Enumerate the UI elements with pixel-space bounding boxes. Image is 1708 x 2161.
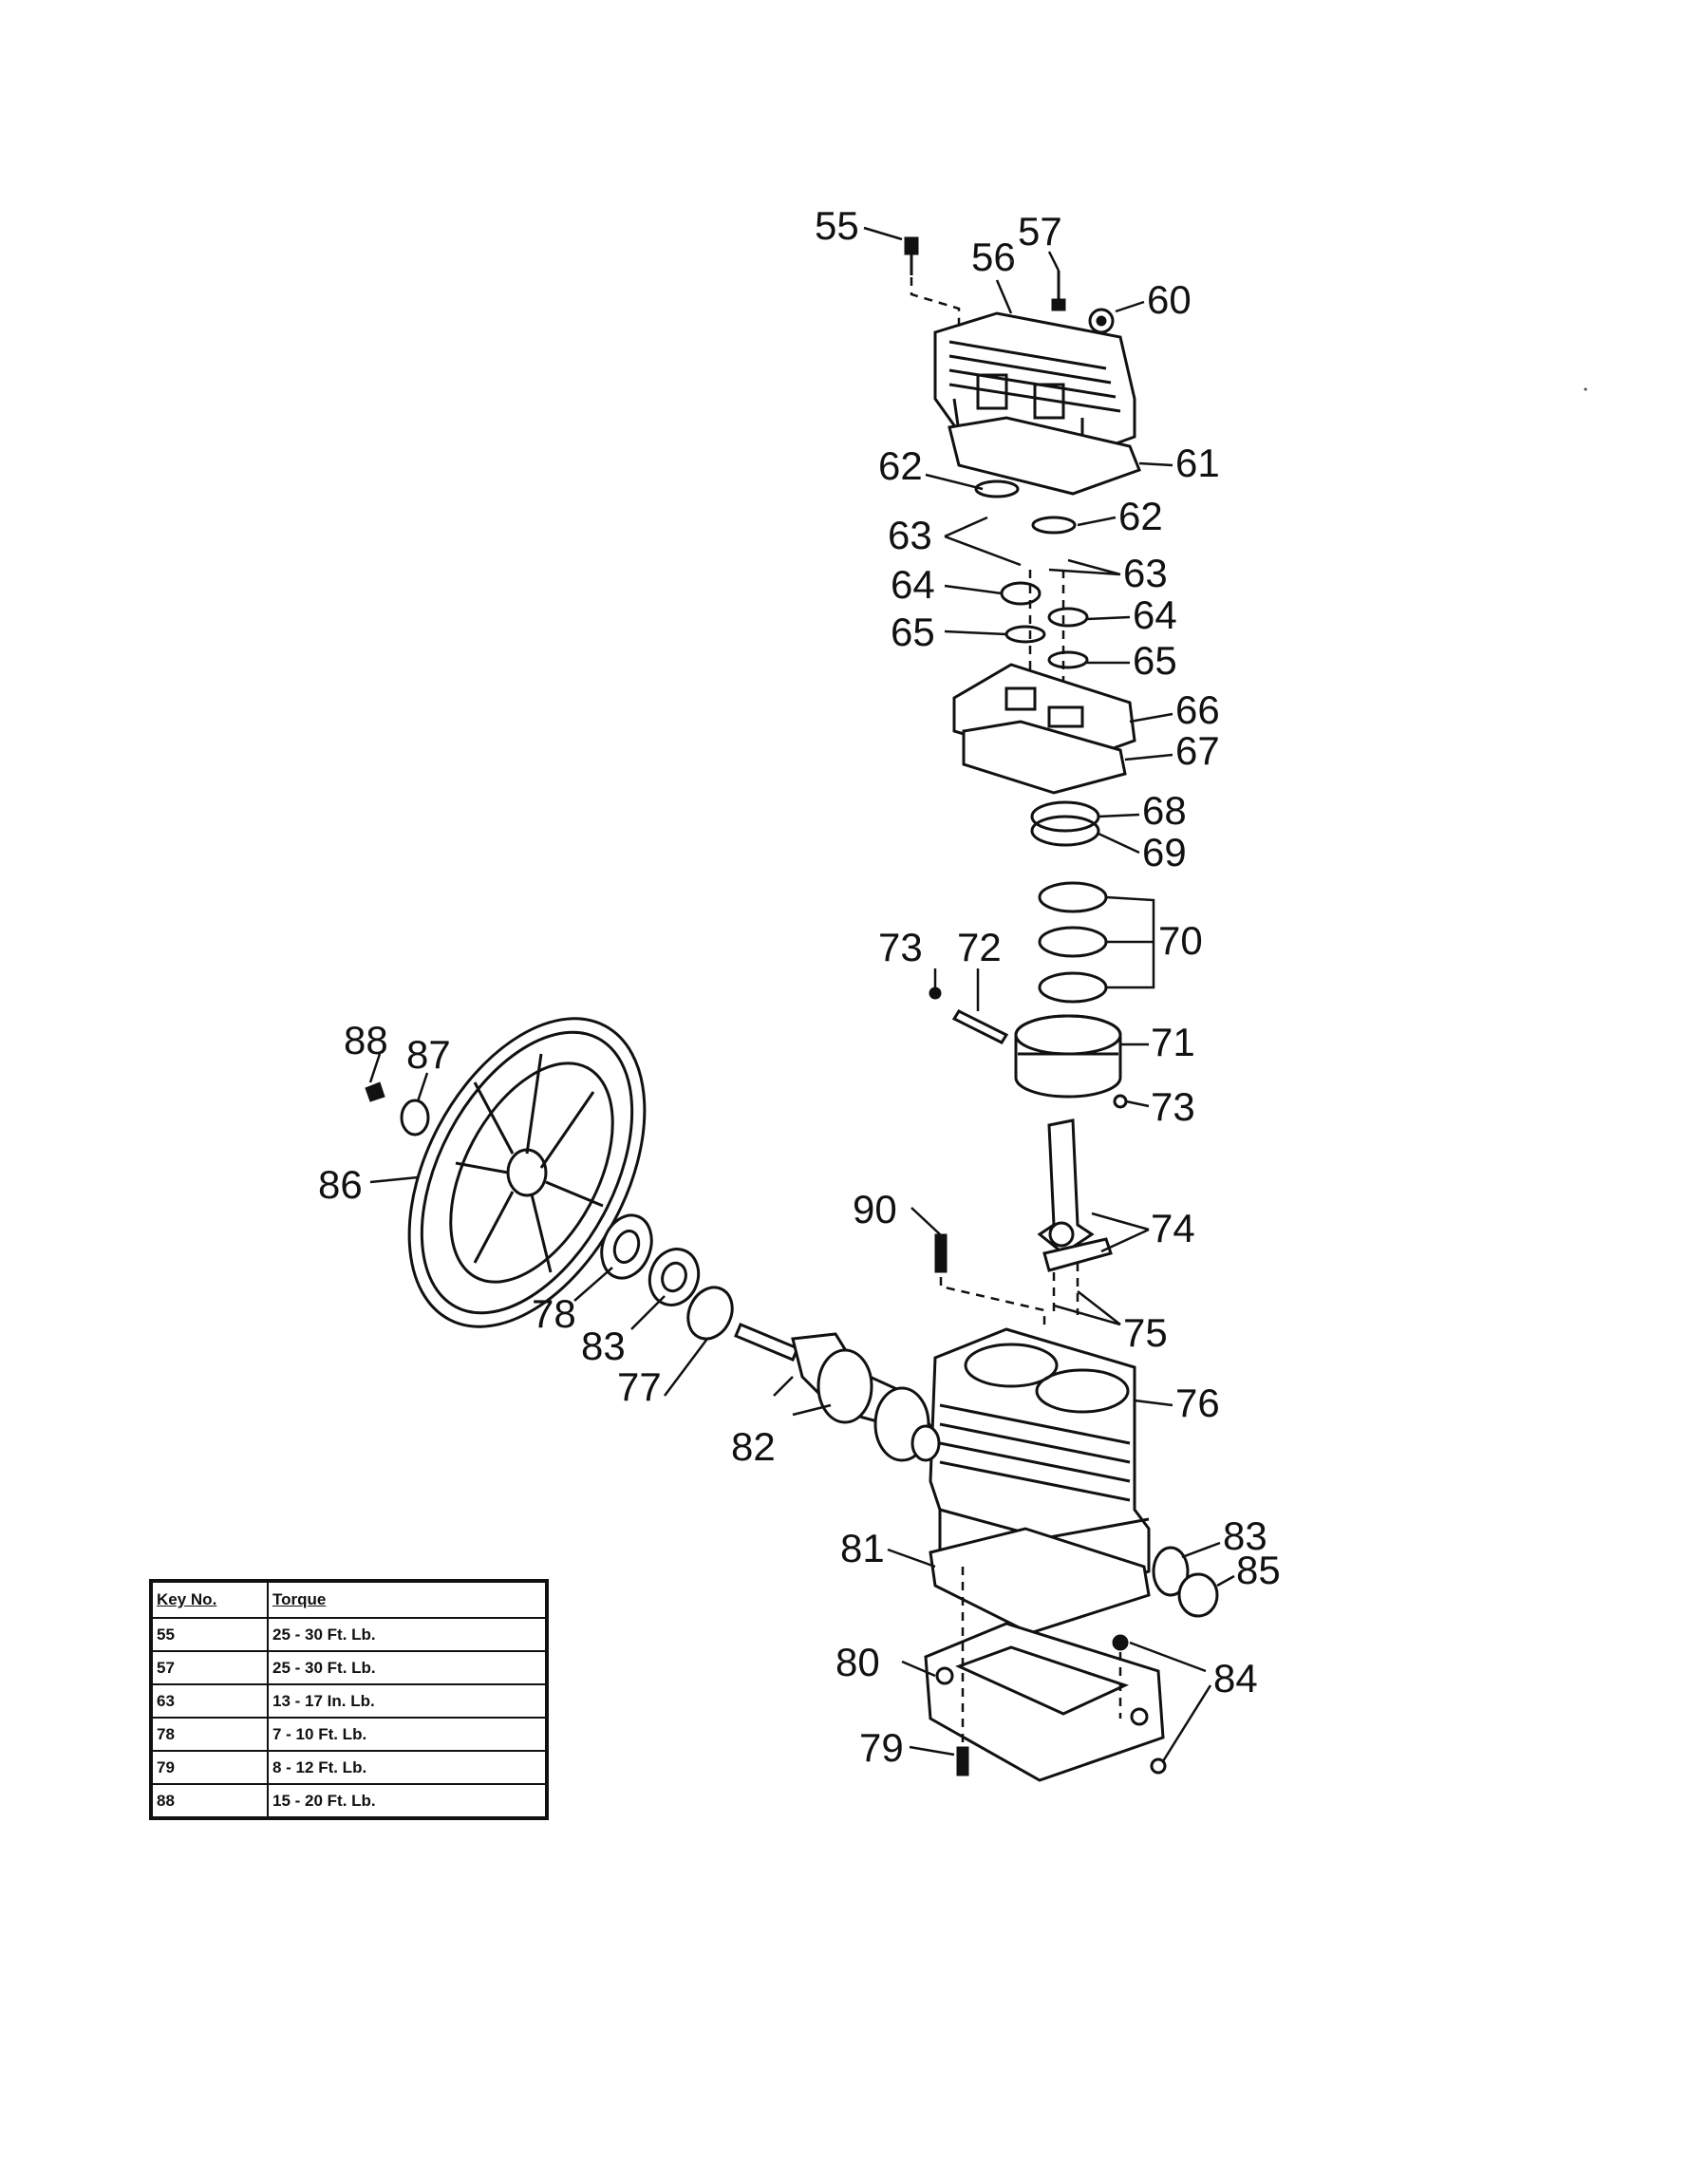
callout-83a: 83 [581,1324,626,1368]
row-key: 55 [150,1617,269,1652]
callout-69: 69 [1142,830,1187,874]
oil-seal [686,1286,734,1341]
row-torque: 25 - 30 Ft. Lb. [267,1650,548,1685]
piston [1014,1014,1122,1099]
nut-84-a [1112,1634,1129,1651]
rings [1030,800,1108,1004]
piston-pin [951,1009,1009,1044]
base-bolt [956,1567,969,1776]
cap [1177,1572,1219,1618]
row-torque: 8 - 12 Ft. Lb. [267,1750,548,1785]
callout-72: 72 [957,925,1002,969]
spring [934,1233,1046,1329]
valve-plate [952,663,1136,795]
table-row: 63 13 - 17 In. Lb. [150,1683,548,1719]
callout-75: 75 [1123,1310,1168,1355]
row-torque: 13 - 17 In. Lb. [267,1683,548,1719]
row-key: 79 [150,1750,269,1785]
fitting [1088,308,1115,334]
flywheel-bolt [365,1081,385,1102]
callout-83b: 83 [1223,1513,1267,1558]
nut-84-b [1150,1757,1167,1775]
callout-62a: 62 [878,443,923,488]
scan-speck [1584,387,1587,391]
table-row: 55 25 - 30 Ft. Lb. [150,1617,548,1652]
callout-77: 77 [617,1364,662,1409]
callout-labels: 55 56 57 60 61 62 62 63 63 64 64 65 65 6… [318,203,1281,1770]
callout-74: 74 [1151,1206,1195,1250]
crankshaft [734,1323,941,1462]
callout-62b: 62 [1118,494,1163,538]
row-key: 63 [150,1683,269,1719]
head-gasket [948,416,1141,496]
head-bolt [904,236,961,328]
callout-60: 60 [1147,277,1192,322]
callout-63b: 63 [1123,551,1168,595]
callout-57: 57 [1018,209,1062,254]
pin-clip-2 [1113,1094,1128,1109]
leader-lines [368,226,1235,1762]
flywheel [407,1017,647,1328]
callout-66: 66 [1175,687,1220,732]
row-key: 78 [150,1717,269,1752]
callout-90: 90 [853,1187,897,1231]
callout-84: 84 [1213,1656,1258,1701]
torque-table: Key No. Torque 55 25 - 30 Ft. Lb. 57 25 … [149,1579,549,1820]
bearing-left [600,1213,653,1280]
scan-speck-2 [1009,259,1013,263]
pin-clip [929,987,942,1000]
connecting-rod [1037,1118,1113,1315]
callout-80: 80 [835,1640,880,1684]
callout-78: 78 [532,1291,576,1336]
callout-73a: 73 [878,925,923,969]
row-key: 88 [150,1783,269,1819]
table-row: 88 15 - 20 Ft. Lb. [150,1783,548,1819]
callout-87: 87 [406,1032,451,1077]
callout-61: 61 [1175,441,1220,485]
table-row: 57 25 - 30 Ft. Lb. [150,1650,548,1685]
callout-55: 55 [815,203,859,248]
base-plate [924,1622,1165,1782]
callout-65b: 65 [1133,638,1177,683]
header-torque: Torque [267,1580,548,1619]
header-key-no: Key No. [150,1580,269,1619]
callout-76: 76 [1175,1381,1220,1425]
callout-68: 68 [1142,788,1187,833]
callout-64a: 64 [891,562,935,607]
callout-73b: 73 [1151,1084,1195,1129]
callout-71: 71 [1151,1020,1195,1064]
callout-81: 81 [840,1526,885,1570]
callout-63a: 63 [888,513,932,557]
callout-86: 86 [318,1162,363,1207]
callout-70: 70 [1158,918,1203,963]
valve-parts [974,479,1089,684]
callout-67: 67 [1175,728,1220,773]
table-row: 78 7 - 10 Ft. Lb. [150,1717,548,1752]
seal-right [1152,1546,1190,1597]
row-torque: 25 - 30 Ft. Lb. [267,1617,548,1652]
head-bolt-57 [1051,271,1066,311]
bearing-center [648,1248,701,1306]
callout-88: 88 [344,1018,388,1062]
washer [400,1099,430,1137]
callout-79: 79 [859,1725,904,1770]
table-row: 79 8 - 12 Ft. Lb. [150,1750,548,1785]
torque-table-header: Key No. Torque [150,1580,548,1619]
row-torque: 15 - 20 Ft. Lb. [267,1783,548,1819]
callout-64b: 64 [1133,592,1177,637]
row-torque: 7 - 10 Ft. Lb. [267,1717,548,1752]
row-key: 57 [150,1650,269,1685]
callout-82: 82 [731,1424,776,1469]
callout-56: 56 [971,235,1016,279]
callout-65a: 65 [891,610,935,654]
base-gasket [929,1527,1151,1635]
callout-85: 85 [1236,1548,1281,1592]
